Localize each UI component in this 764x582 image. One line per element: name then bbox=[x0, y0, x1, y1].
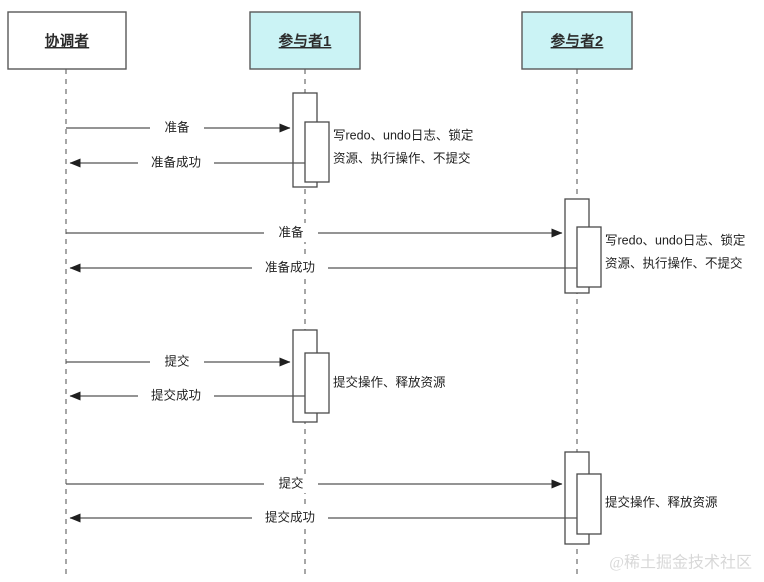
message-label: 提交成功 bbox=[265, 509, 315, 524]
activation-group-p2-commit bbox=[564, 451, 602, 545]
note-p2-prepare: 写redo、undo日志、锁定 资源、执行操作、不提交 bbox=[605, 232, 745, 270]
note-line: 提交操作、释放资源 bbox=[333, 374, 446, 389]
activation-bar-inner bbox=[304, 121, 330, 183]
message-m3[interactable]: 准备 bbox=[66, 223, 563, 242]
actor-header-participant1[interactable]: 参与者1 bbox=[249, 11, 361, 70]
activation-group-p2-prepare bbox=[564, 198, 602, 294]
note-line: 资源、执行操作、不提交 bbox=[333, 150, 471, 165]
activation-bar-inner bbox=[576, 473, 602, 535]
activation-bar-inner bbox=[576, 226, 602, 288]
note-line: 写redo、undo日志、锁定 bbox=[605, 232, 745, 247]
message-label: 准备成功 bbox=[151, 155, 201, 169]
actor-header-coordinator[interactable]: 协调者 bbox=[7, 11, 127, 70]
actor-header-participant2[interactable]: 参与者2 bbox=[521, 11, 633, 70]
message-label: 提交 bbox=[164, 353, 189, 368]
message-m1[interactable]: 准备 bbox=[66, 118, 291, 137]
note-line: 提交操作、释放资源 bbox=[605, 494, 718, 509]
message-label: 准备成功 bbox=[265, 260, 315, 274]
message-m2[interactable]: 准备成功 bbox=[69, 153, 305, 172]
message-label-bg bbox=[150, 118, 204, 137]
message-m4[interactable]: 准备成功 bbox=[69, 258, 577, 277]
message-m7[interactable]: 提交 bbox=[66, 474, 563, 493]
actor-box-coordinator[interactable] bbox=[7, 11, 127, 70]
note-line: 写redo、undo日志、锁定 bbox=[333, 127, 473, 142]
message-label: 提交 bbox=[278, 475, 303, 490]
actor-label-participant2: 参与者2 bbox=[551, 32, 604, 50]
message-label: 准备 bbox=[164, 120, 190, 134]
message-label-bg bbox=[138, 386, 214, 405]
message-m8[interactable]: 提交成功 bbox=[69, 508, 577, 527]
note-line: 资源、执行操作、不提交 bbox=[605, 255, 743, 270]
message-m5[interactable]: 提交 bbox=[66, 352, 291, 371]
note-p1-prepare: 写redo、undo日志、锁定 资源、执行操作、不提交 bbox=[333, 127, 473, 165]
message-label: 准备 bbox=[278, 225, 304, 239]
actor-label-participant1: 参与者1 bbox=[279, 32, 332, 50]
message-label-bg bbox=[264, 474, 318, 493]
message-m6[interactable]: 提交成功 bbox=[69, 386, 305, 405]
activation-bar-inner bbox=[304, 352, 330, 414]
actor-box-participant1[interactable] bbox=[249, 11, 361, 70]
watermark: @稀土掘金技术社区 bbox=[609, 554, 752, 572]
message-label-bg bbox=[138, 153, 214, 172]
note-p2-commit: 提交操作、释放资源 bbox=[605, 494, 718, 509]
message-label-bg bbox=[252, 508, 328, 527]
message-label-bg bbox=[252, 258, 328, 277]
activation-group-p1-commit bbox=[292, 329, 330, 423]
note-p1-commit: 提交操作、释放资源 bbox=[333, 374, 446, 389]
activation-group-p1-prepare bbox=[292, 92, 330, 188]
message-label-bg bbox=[264, 223, 318, 242]
actor-box-participant2[interactable] bbox=[521, 11, 633, 70]
message-label: 提交成功 bbox=[151, 387, 201, 402]
message-label-bg bbox=[150, 352, 204, 371]
actor-label-coordinator: 协调者 bbox=[45, 32, 89, 50]
